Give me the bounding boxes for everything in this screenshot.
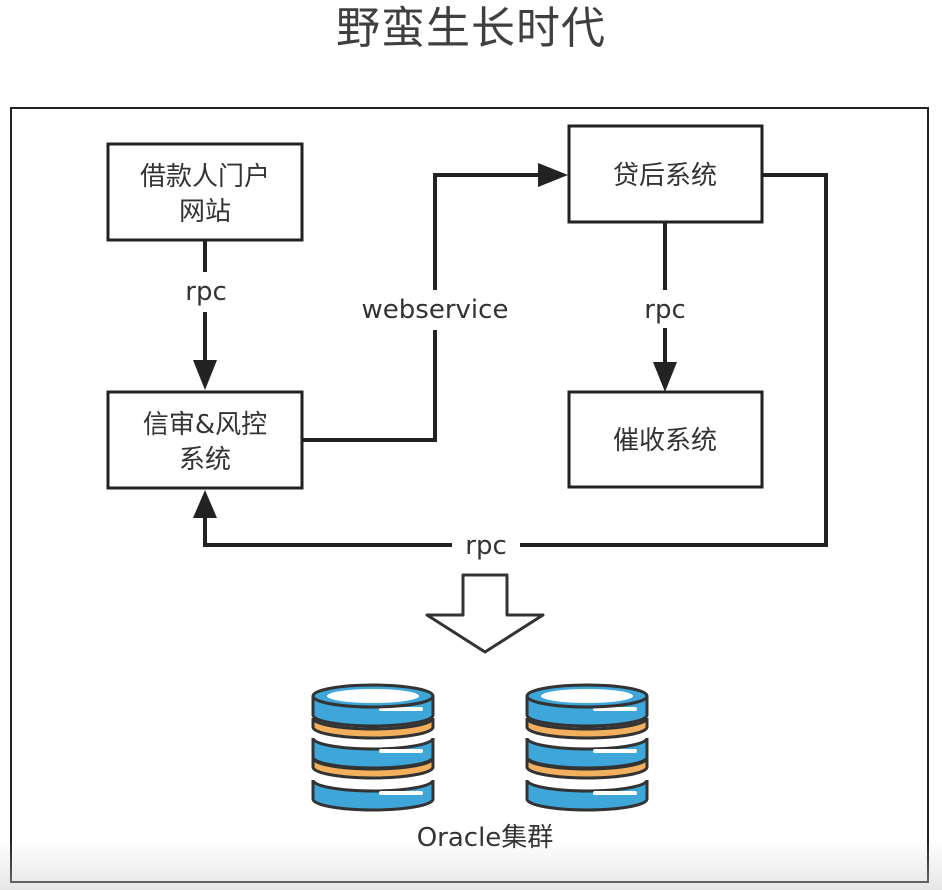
database-icon [311, 683, 435, 812]
node-collection-label: 催收系统 [613, 426, 717, 456]
edge-label-post-loan-collection: rpc [644, 295, 686, 325]
edge-label-post-loan-risk: rpc [465, 531, 507, 561]
database-band [525, 717, 649, 740]
connector-post-loan-to-collection [653, 222, 677, 392]
node-collection-system: 催收系统 [567, 390, 764, 489]
database-band [311, 717, 435, 740]
connector-risk-to-post-loan [302, 163, 568, 442]
database-band [311, 737, 435, 770]
node-credit-risk-label-2: 系统 [179, 445, 231, 475]
database-band [525, 779, 649, 812]
node-post-loan-system: 贷后系统 [567, 124, 764, 224]
node-post-loan-label: 贷后系统 [613, 161, 717, 191]
database-band [311, 779, 435, 812]
diagram-title: 野蛮生长时代 [336, 3, 606, 54]
node-credit-risk-system: 信审&风控 系统 [106, 390, 304, 490]
database-band [525, 737, 649, 770]
node-credit-risk-label-1: 信审&风控 [143, 410, 267, 440]
connector-post-loan-to-risk [193, 173, 828, 547]
flow-down-arrow [425, 573, 545, 654]
edge-label-risk-post-loan: webservice [362, 295, 509, 325]
edge-label-portal-risk: rpc [185, 277, 227, 307]
database-top-highlight [541, 689, 633, 703]
database-top-highlight [327, 689, 419, 703]
database-icon [525, 683, 649, 812]
node-borrower-portal-label-2: 网站 [179, 197, 231, 227]
node-borrower-portal: 借款人门户 网站 [106, 142, 304, 242]
database-cluster-label: Oracle集群 [417, 823, 554, 853]
node-borrower-portal-label-1: 借款人门户 [140, 162, 270, 192]
connector-portal-to-risk [193, 240, 217, 390]
